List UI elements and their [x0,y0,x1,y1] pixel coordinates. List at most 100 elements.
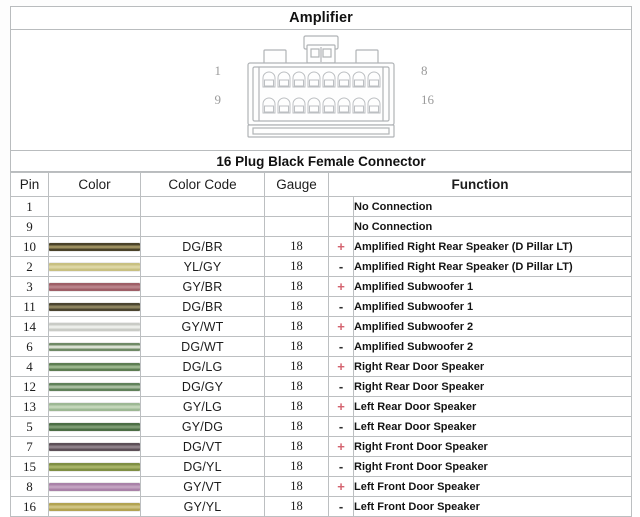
connector-right-labels: 8 16 [416,54,447,126]
cell-wire-color [48,436,141,457]
cell-color-code: GY/DG [140,416,265,437]
cell-pin: 12 [10,376,49,397]
wire-swatch [49,322,140,331]
cell-color-code [140,196,265,217]
cell-pin: 1 [10,196,49,217]
cell-polarity: - [328,336,354,357]
cell-gauge: 18 [264,356,329,377]
cell-pin: 11 [10,296,49,317]
cell-polarity: - [328,296,354,317]
cell-gauge: 18 [264,276,329,297]
cell-wire-color [48,256,141,277]
connector-illustration-cell: 1 9 [10,29,632,151]
cell-color-code: YL/GY [140,256,265,277]
page-title: Amplifier [10,6,632,30]
cell-gauge: 18 [264,376,329,397]
cell-polarity: - [328,256,354,277]
cell-gauge: 18 [264,416,329,437]
cell-gauge: 18 [264,316,329,337]
wire-swatch [49,242,140,251]
wire-swatch [49,482,140,491]
cell-gauge: 18 [264,296,329,317]
cell-function: Amplified Right Rear Speaker (D Pillar L… [353,236,632,257]
cell-function: No Connection [353,196,632,217]
cell-color-code: DG/VT [140,436,265,457]
cell-polarity [328,216,354,237]
wiring-diagram-sheet: Amplifier 1 9 [10,6,632,517]
connector-label-pin-9: 9 [214,92,222,107]
wire-swatch [49,342,140,351]
cell-color-code: DG/LG [140,356,265,377]
cell-wire-color [48,236,141,257]
connector-label-pin-8: 8 [421,63,428,78]
cell-wire-color [48,336,141,357]
wire-swatch [49,302,140,311]
cell-function: Amplified Subwoofer 2 [353,316,632,337]
cell-function: Right Front Door Speaker [353,456,632,477]
cell-wire-color [48,416,141,437]
cell-pin: 9 [10,216,49,237]
cavity-row-bottom [262,97,381,114]
cell-wire-color [48,196,141,217]
cell-color-code: DG/BR [140,296,265,317]
connector-label-pin-1: 1 [214,63,222,78]
cavity-row-top [262,71,381,88]
cell-color-code: GY/LG [140,396,265,417]
cell-pin: 6 [10,336,49,357]
cell-gauge [264,216,329,237]
cell-gauge: 18 [264,396,329,417]
cell-gauge: 18 [264,456,329,477]
cell-polarity: + [328,236,354,257]
wire-swatch [49,402,140,411]
cell-gauge: 18 [264,336,329,357]
cell-pin: 16 [10,496,49,517]
cell-wire-color [48,456,141,477]
column-header-function: Function [328,172,632,197]
cell-function: Left Front Door Speaker [353,496,632,517]
connector-label-pin-16: 16 [421,92,434,107]
cell-pin: 14 [10,316,49,337]
cell-polarity: + [328,436,354,457]
wire-swatch [49,442,140,451]
cell-pin: 13 [10,396,49,417]
cell-polarity: - [328,376,354,397]
cell-polarity: - [328,456,354,477]
cell-wire-color [48,276,141,297]
wire-swatch-empty [49,203,140,211]
cell-function: Amplified Subwoofer 1 [353,296,632,317]
cell-function: Right Front Door Speaker [353,436,632,457]
cell-gauge: 18 [264,236,329,257]
cell-gauge [264,196,329,217]
cell-polarity: + [328,396,354,417]
cell-color-code: DG/WT [140,336,265,357]
cell-function: Amplified Subwoofer 1 [353,276,632,297]
cell-gauge: 18 [264,436,329,457]
cell-wire-color [48,316,141,337]
cell-function: Amplified Right Rear Speaker (D Pillar L… [353,256,632,277]
wire-swatch [49,422,140,431]
cell-polarity: + [328,276,354,297]
cell-wire-color [48,376,141,397]
pinout-table: Pin Color Color Code Gauge Function 1 No … [10,172,632,517]
connector-drawing [247,35,395,138]
cell-gauge: 18 [264,496,329,517]
cell-gauge: 18 [264,256,329,277]
cell-polarity: - [328,416,354,437]
cell-color-code: GY/YL [140,496,265,517]
cell-function: Amplified Subwoofer 2 [353,336,632,357]
wire-swatch [49,262,140,271]
cell-polarity: - [328,496,354,517]
table-header-row: Pin Color Color Code Gauge Function [10,172,632,197]
